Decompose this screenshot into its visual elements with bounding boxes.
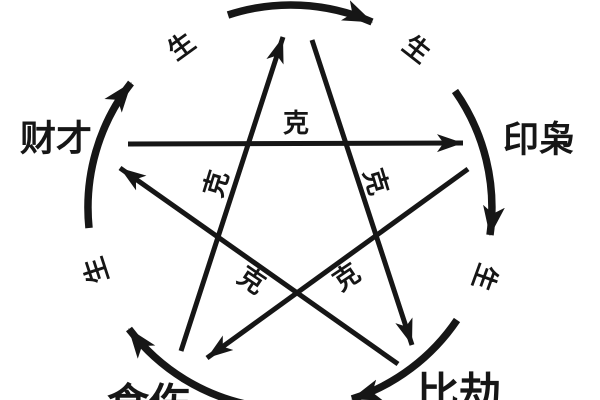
node-label-output: 食伤 — [107, 380, 191, 400]
overcome-label-center-top: 克 — [283, 109, 309, 139]
node-label-wealth: 财才 — [20, 119, 92, 160]
node-label-companion: 比劫 — [417, 369, 501, 400]
generate-label-upper-right: 生 — [397, 30, 436, 70]
generate-arc-right — [451, 88, 505, 236]
generate-arc-bottom-right — [350, 317, 461, 400]
generate-labels: 生 生 生 生 — [79, 27, 503, 294]
generate-arc-bottom-left — [126, 326, 245, 400]
overcome-arrow-top-to-companion — [309, 39, 415, 346]
generate-arc-top — [226, 0, 374, 26]
overcome-arrow-seal-to-output — [205, 166, 470, 361]
generate-label-left: 生 — [79, 253, 116, 287]
overcome-arrow-output-to-top — [178, 36, 286, 352]
generate-label-right: 生 — [465, 260, 502, 295]
node-labels: 财才 印枭 比劫 食伤 — [20, 119, 575, 400]
overcome-arrow-wealth-to-seal — [127, 134, 464, 153]
overcome-arrow-companion-to-wealth — [118, 165, 400, 367]
generate-label-upper-left: 生 — [163, 27, 202, 67]
generate-cycle-arcs — [84, 0, 505, 400]
node-label-seal: 印枭 — [503, 120, 575, 161]
generate-arc-left — [84, 80, 134, 229]
overcome-pentagram-arrows — [118, 36, 470, 367]
